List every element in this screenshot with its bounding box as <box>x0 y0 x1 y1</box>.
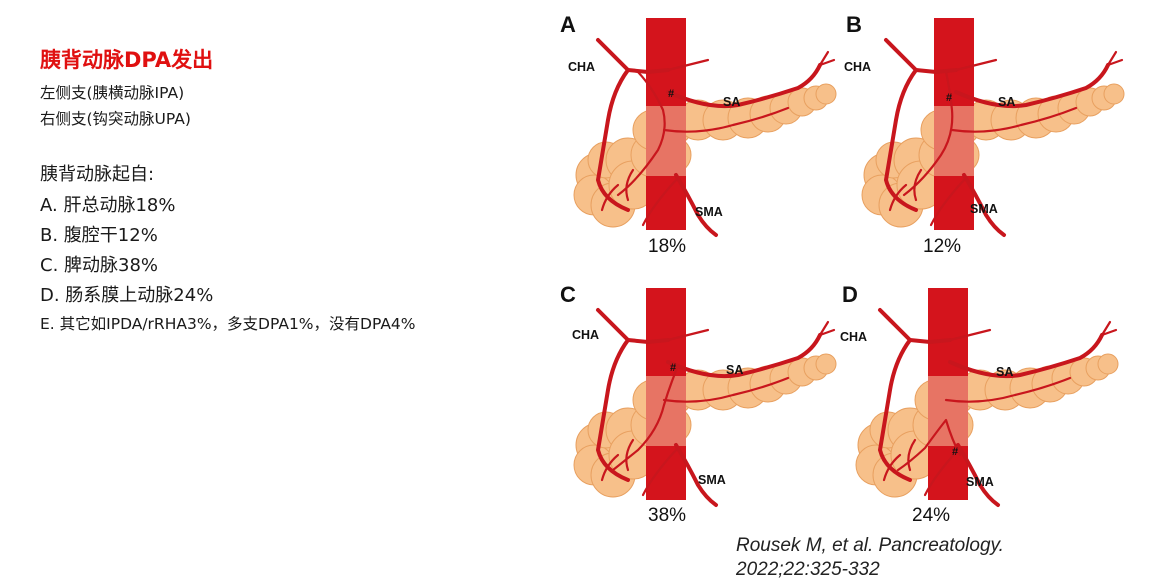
percent-label: 38% <box>648 505 687 526</box>
left-gastric-artery <box>954 58 998 72</box>
pancreas-lobule <box>1103 83 1125 105</box>
sma-label: SMA <box>695 205 723 219</box>
sma-branch <box>929 178 966 227</box>
citation-line-2: 2022;22:325-332 <box>736 559 880 580</box>
pancreas-lobule <box>1097 353 1119 375</box>
percent-label: 18% <box>648 236 687 257</box>
origin-item-b: B. 腹腔干12% <box>40 225 158 246</box>
cha-artery <box>596 308 630 342</box>
panel-d: D CHA SA SMA # 24% <box>840 280 1125 542</box>
transverse-pancreatic-artery <box>662 376 790 403</box>
citation-line-1: Rousek M, et al. Pancreatology. <box>736 535 1004 556</box>
left-gastric-artery <box>666 58 710 72</box>
splenic-branches <box>1100 320 1118 337</box>
sma-label: SMA <box>970 202 998 216</box>
splenic-artery <box>954 63 1110 109</box>
pancreas-overlay <box>646 376 686 446</box>
sma-branch <box>641 178 678 227</box>
percent-label: 24% <box>912 505 951 526</box>
origin-item-a: A. 肝总动脉18% <box>40 195 176 216</box>
dorsal-pancreatic-artery <box>902 70 954 197</box>
origin-heading: 胰背动脉起自: <box>40 164 155 185</box>
transverse-pancreatic-artery <box>944 376 1072 403</box>
dpa-marker: # <box>946 92 953 104</box>
panel-c: C CHA SA SMA # 38% <box>558 280 843 542</box>
head-arcade <box>882 438 917 482</box>
panel-a: A CHA SA SMA # 18% <box>558 10 843 272</box>
splenic-branches <box>818 50 836 67</box>
dorsal-pancreatic-artery <box>896 418 962 472</box>
splenic-artery <box>666 333 822 379</box>
left-gastric-artery <box>666 328 710 342</box>
sa-label: SA <box>998 95 1016 109</box>
sma-artery <box>674 443 718 507</box>
sma-artery <box>962 173 1006 237</box>
origin-item-d: D. 肠系膜上动脉24% <box>40 285 214 306</box>
dpa-marker: # <box>668 88 675 100</box>
celiac-trunk <box>908 338 952 344</box>
origin-item-e: E. 其它如IPDA/rRHA3%，多支DPA1%，没有DPA4% <box>40 315 416 333</box>
cha-artery <box>884 38 918 72</box>
sma-artery <box>674 173 718 237</box>
pancreas-artery-illustration <box>573 288 837 507</box>
dpa-marker: # <box>952 446 959 458</box>
pancreas-lobule <box>815 353 837 375</box>
transverse-pancreatic-artery <box>950 106 1078 133</box>
cha-label: CHA <box>844 60 872 74</box>
pancreas-overlay <box>646 106 686 176</box>
pancreas-lobule <box>815 83 837 105</box>
sma-label: SMA <box>698 473 726 487</box>
celiac-trunk <box>626 338 670 344</box>
panel-b: B CHA SA SMA # 12% <box>844 10 1131 272</box>
branch-right-text: 右侧支(钩突动脉UPA) <box>40 110 191 128</box>
cha-label: CHA <box>840 330 868 344</box>
citation: Rousek M, et al. Pancreatology. 2022;22:… <box>736 534 1004 582</box>
dorsal-pancreatic-artery <box>611 364 680 472</box>
celiac-trunk <box>626 68 670 74</box>
pancreas-artery-illustration <box>573 18 837 237</box>
pancreas-artery-illustration <box>855 288 1119 507</box>
pancreas-overlay <box>934 106 974 176</box>
panel-letter: A <box>560 12 576 37</box>
pancreas-artery-illustration <box>861 18 1125 237</box>
sma-artery <box>956 443 1000 507</box>
panel-letter: B <box>846 12 862 37</box>
head-arcade <box>888 168 923 212</box>
sa-label: SA <box>996 365 1014 379</box>
panel-letter: C <box>560 282 576 307</box>
dpa-marker: # <box>670 362 677 374</box>
percent-label: 12% <box>923 236 962 257</box>
sma-label: SMA <box>966 475 994 489</box>
branch-left-text: 左侧支(胰横动脉IPA) <box>40 84 185 102</box>
left-gastric-artery <box>948 328 992 342</box>
cha-label: CHA <box>568 60 596 74</box>
cha-label: CHA <box>572 328 600 342</box>
sma-branch <box>641 448 678 497</box>
sa-label: SA <box>723 95 741 109</box>
splenic-artery <box>666 63 822 109</box>
slide-title: 胰背动脉DPA发出 <box>40 48 214 72</box>
sa-label: SA <box>726 363 744 377</box>
origin-item-c: C. 脾动脉38% <box>40 255 159 276</box>
celiac-trunk <box>914 68 958 74</box>
cha-artery <box>596 38 630 72</box>
sma-branch <box>923 448 960 497</box>
head-arcade <box>600 168 635 212</box>
splenic-artery <box>948 333 1104 379</box>
panel-letter: D <box>842 282 858 307</box>
splenic-branches <box>1106 50 1124 67</box>
splenic-branches <box>818 320 836 337</box>
head-arcade <box>600 438 635 482</box>
cha-artery <box>878 308 912 342</box>
transverse-pancreatic-artery <box>662 106 790 133</box>
